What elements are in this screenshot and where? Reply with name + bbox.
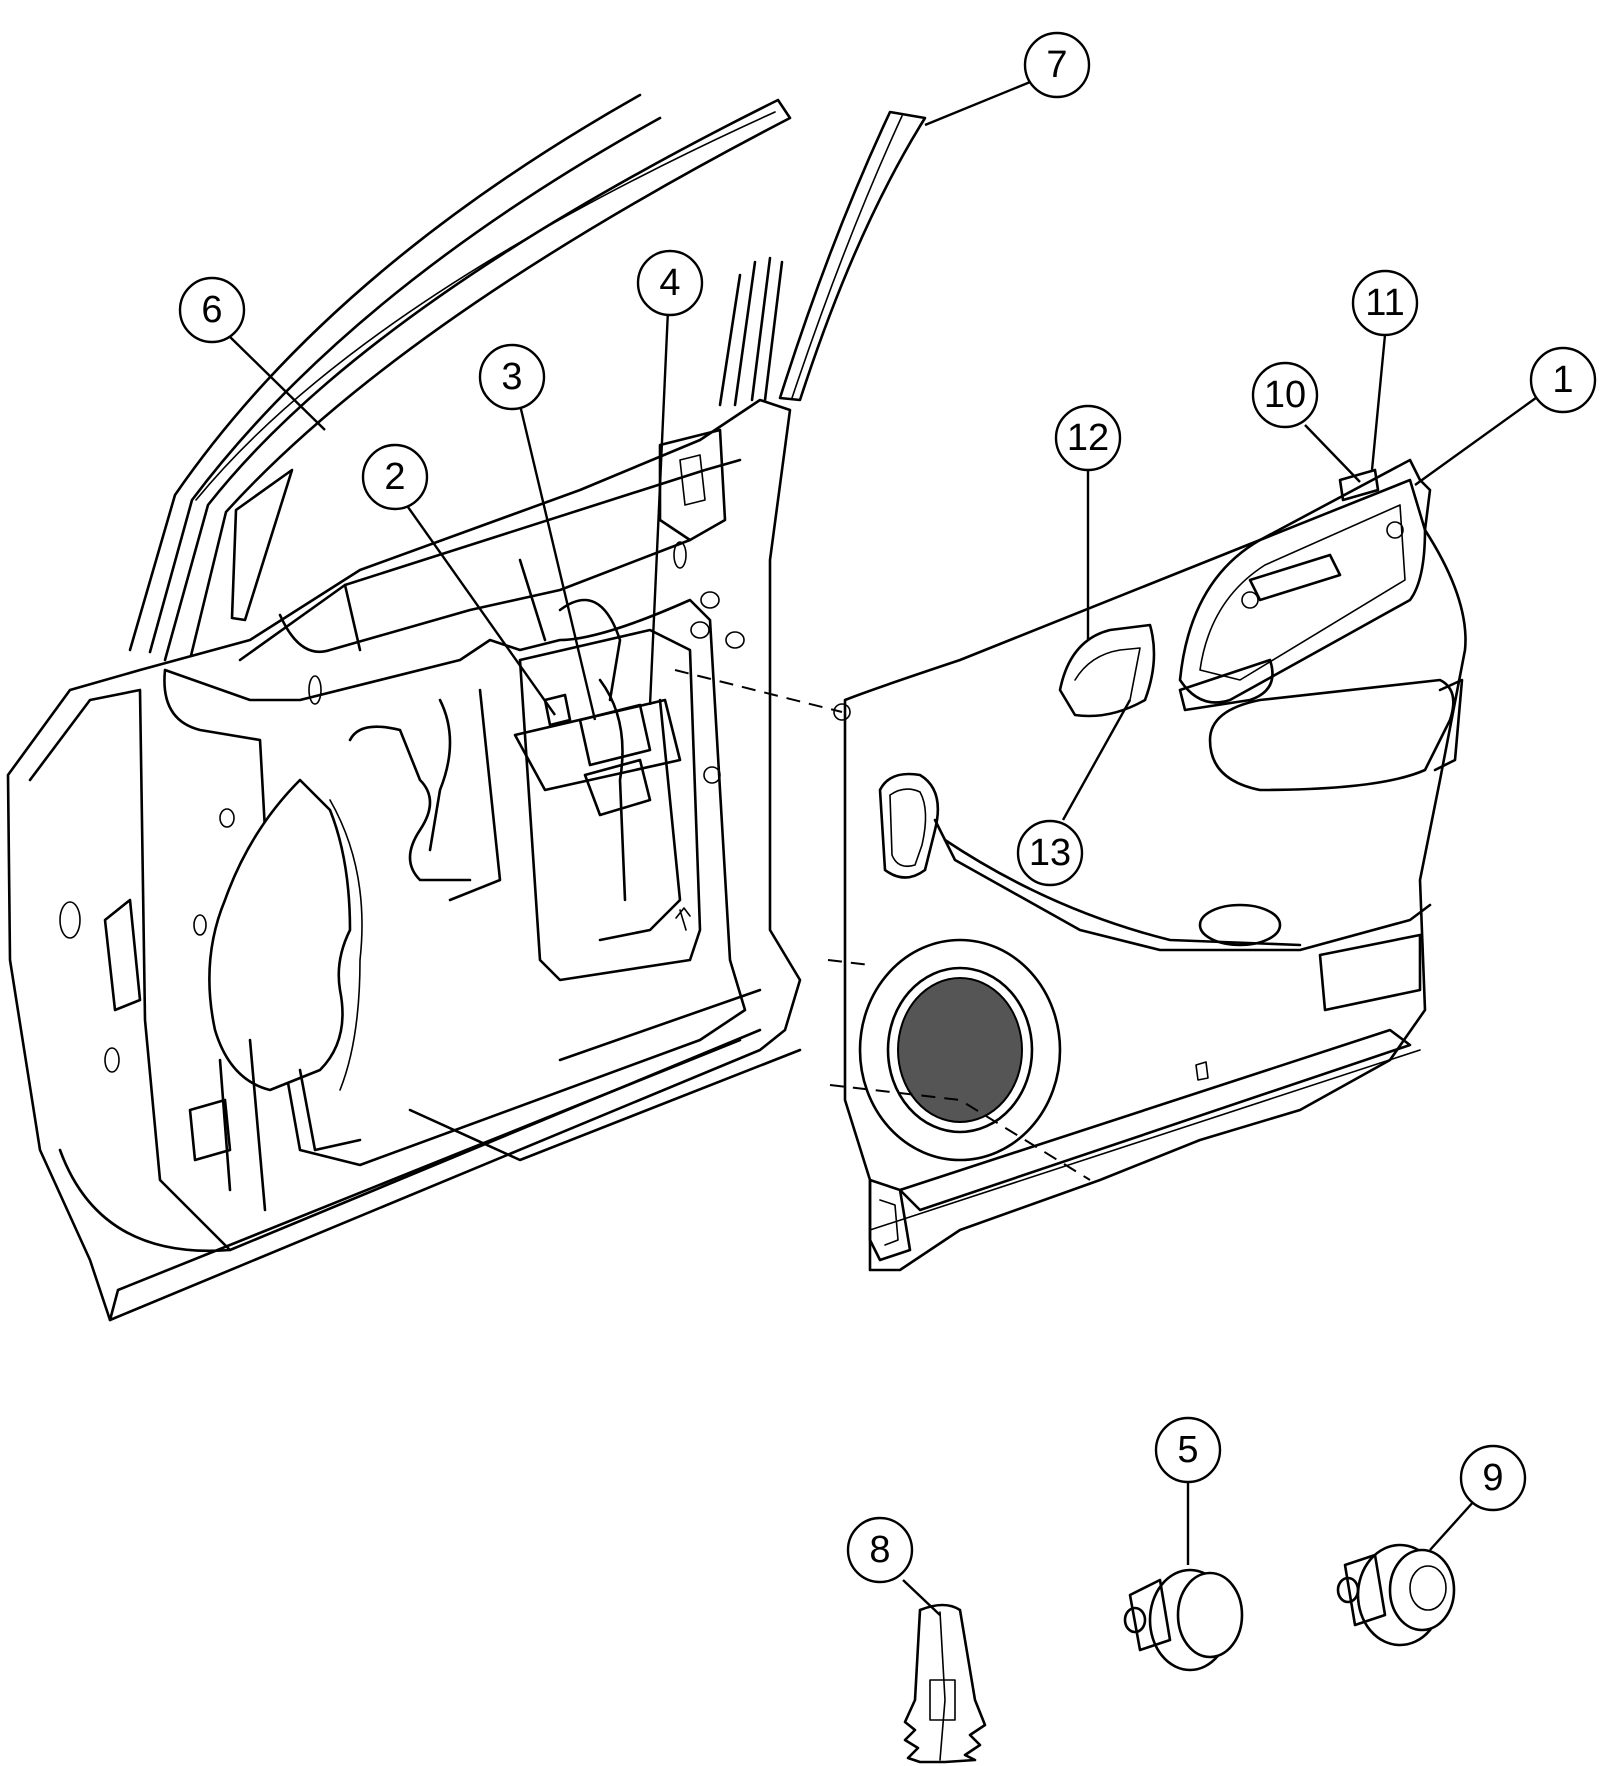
round-clip-9 [1336, 1543, 1456, 1647]
callout-label: 9 [1482, 1457, 1503, 1499]
callout-4: 4 [636, 249, 704, 317]
callout-7: 7 [1023, 31, 1091, 99]
callout-label: 2 [384, 456, 405, 498]
callout-label: 7 [1046, 44, 1067, 86]
callout-label: 6 [201, 289, 222, 331]
window-weatherstrip [128, 93, 792, 670]
callout-leader-lines [227, 78, 1541, 1616]
callout-3: 3 [478, 343, 546, 411]
assembly-guide-lines [674, 669, 1091, 1181]
callout-5: 5 [1154, 1416, 1222, 1484]
callout-label: 3 [501, 356, 522, 398]
callout-label: 5 [1177, 1429, 1198, 1471]
callout-label: 12 [1067, 417, 1109, 459]
push-pin-clip [903, 1603, 987, 1764]
b-pillar-weatherstrip [778, 110, 927, 402]
round-clip-5 [1123, 1568, 1244, 1672]
callout-11: 11 [1351, 269, 1419, 337]
callout-label: 4 [659, 262, 680, 304]
callout-8: 8 [846, 1516, 914, 1584]
callout-2: 2 [361, 443, 429, 511]
callout-10: 10 [1251, 361, 1319, 429]
callout-label: 1 [1552, 359, 1573, 401]
callout-label: 10 [1264, 374, 1306, 416]
callout-6: 6 [178, 276, 246, 344]
callout-label: 13 [1029, 832, 1071, 874]
door-trim-panel [833, 458, 1467, 1272]
callout-label: 11 [1365, 282, 1404, 324]
callout-9: 9 [1459, 1444, 1527, 1512]
callout-12: 12 [1054, 404, 1122, 472]
callout-label: 8 [869, 1529, 890, 1571]
door-inner-panel [6, 256, 802, 1322]
callout-13: 13 [1016, 819, 1084, 887]
callout-1: 1 [1529, 346, 1597, 414]
